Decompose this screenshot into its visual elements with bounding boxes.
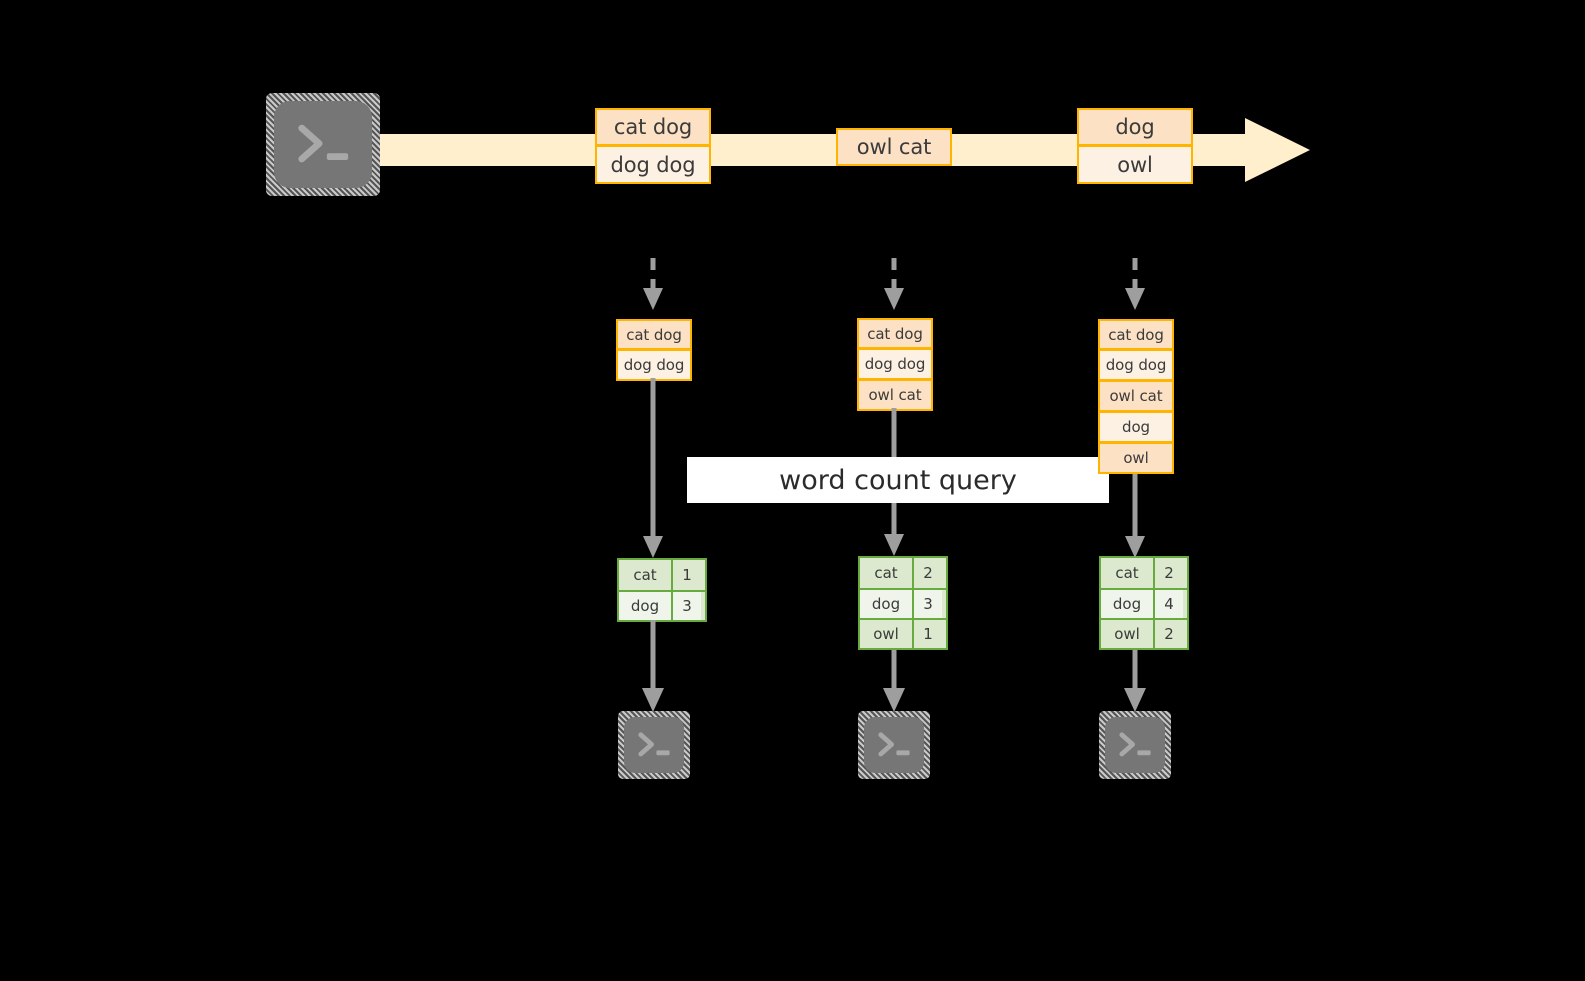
query-label-text: word count query [779,464,1017,496]
query-arrow-3 [1125,470,1145,558]
result-row: owl 1 [860,618,946,648]
input-table-row: owl cat [1098,381,1174,412]
result-to-sink-arrow-2 [883,650,905,712]
input-table-2[interactable]: cat dog dog dog owl cat [857,318,933,411]
terminal-prompt-glyph [298,124,349,163]
stream-message-line: owl [1077,146,1193,184]
result-row: dog 3 [619,590,705,620]
sink-terminal-icon-3 [1099,711,1171,779]
result-count: 1 [671,560,701,590]
input-table-row: dog dog [857,349,933,380]
result-table-3[interactable]: cat 2 dog 4 owl 2 [1099,556,1189,650]
result-word: cat [860,558,912,588]
stream-message-batch-3[interactable]: dog owl [1077,108,1193,184]
result-count: 2 [912,558,942,588]
stream-to-input-arrow-2 [884,258,904,310]
input-table-row: dog [1098,412,1174,443]
result-row: cat 1 [619,560,705,590]
result-row: cat 2 [1101,558,1187,588]
result-word: owl [1101,620,1153,648]
query-label-banner: word count query [687,457,1109,503]
input-table-row: cat dog [857,318,933,349]
stream-message-line: dog [1077,108,1193,146]
sink-terminal-icon-1 [618,711,690,779]
query-arrow-1 [643,378,663,558]
input-table-row: dog dog [616,350,692,381]
result-row: owl 2 [1101,618,1187,648]
result-table-1[interactable]: cat 1 dog 3 [617,558,707,622]
result-word: dog [619,592,671,620]
sink-terminal-icon-2 [858,711,930,779]
result-table-2[interactable]: cat 2 dog 3 owl 1 [858,556,948,650]
terminal-prompt-glyph [878,732,910,757]
source-terminal-icon [266,93,380,196]
input-table-row: cat dog [1098,319,1174,350]
result-word: dog [1101,590,1153,618]
result-count: 2 [1153,558,1183,588]
stream-to-input-arrow-1 [643,258,663,310]
result-count: 1 [912,620,942,648]
stream-message-batch-1[interactable]: cat dog dog dog [595,108,711,184]
result-word: owl [860,620,912,648]
result-word: dog [860,590,912,618]
input-table-1[interactable]: cat dog dog dog [616,319,692,381]
stream-message-line: owl cat [836,128,952,166]
result-row: dog 4 [1101,588,1187,618]
result-row: dog 3 [860,588,946,618]
result-word: cat [1101,558,1153,588]
input-table-row: dog dog [1098,350,1174,381]
result-count: 3 [671,592,701,620]
stream-message-line: cat dog [595,108,711,146]
stream-message-batch-2[interactable]: owl cat [836,128,952,166]
result-count: 4 [1153,590,1183,618]
terminal-prompt-glyph [1119,732,1151,757]
terminal-prompt-glyph [638,732,670,757]
result-to-sink-arrow-3 [1124,650,1146,712]
input-table-3[interactable]: cat dog dog dog owl cat dog owl [1098,319,1174,474]
result-count: 3 [912,590,942,618]
input-table-row: owl [1098,443,1174,474]
result-count: 2 [1153,620,1183,648]
input-table-row: cat dog [616,319,692,350]
input-table-row: owl cat [857,380,933,411]
result-to-sink-arrow-1 [642,620,664,712]
result-row: cat 2 [860,558,946,588]
stream-to-input-arrow-3 [1125,258,1145,310]
stream-message-line: dog dog [595,146,711,184]
result-word: cat [619,560,671,590]
